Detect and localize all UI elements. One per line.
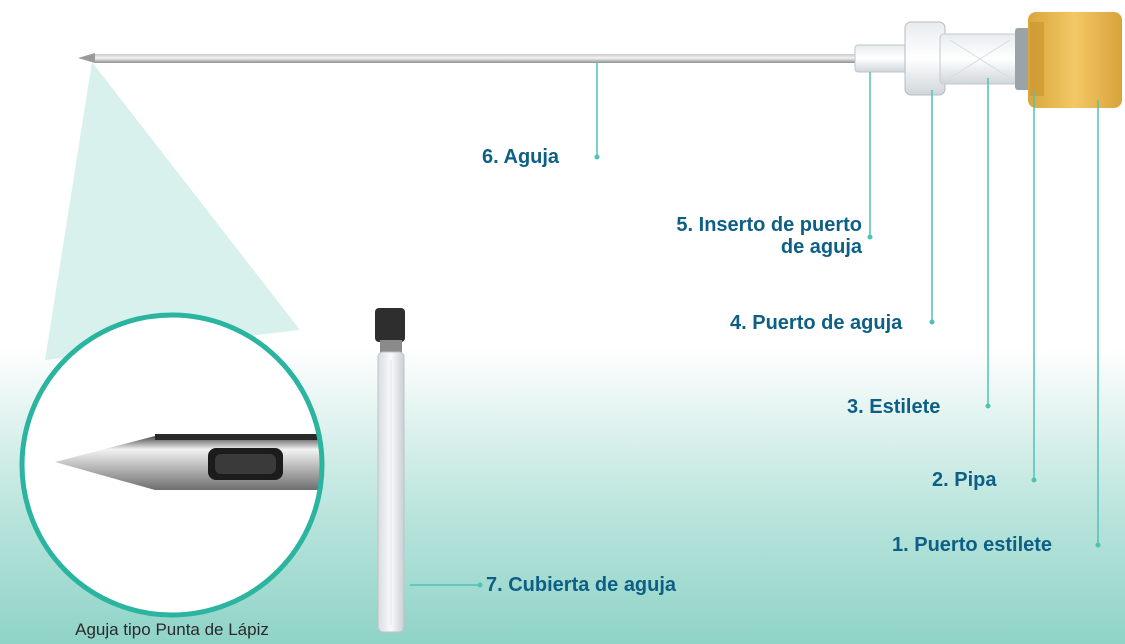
leader-lines <box>410 62 1099 586</box>
label-aguja: 6. Aguja <box>482 146 560 168</box>
label-inserto-line1: 5. Inserto de puerto <box>676 214 862 236</box>
needle-hub <box>854 21 1035 96</box>
label-cubierta-aguja: 7. Cubierta de aguja <box>486 574 677 596</box>
needle-cover <box>375 308 405 633</box>
stylet-cap <box>1028 12 1122 108</box>
magnifier-cone <box>45 62 300 360</box>
label-pipa: 2. Pipa <box>932 469 997 491</box>
needle-shaft <box>78 53 865 63</box>
label-inserto-puerto-aguja: 5. Inserto de puerto de aguja <box>592 214 862 258</box>
magnifier-circle <box>19 312 325 618</box>
label-puerto-estilete: 1. Puerto estilete <box>892 534 1053 556</box>
magnifier-caption: Aguja tipo Punta de Lápiz <box>75 620 269 639</box>
leader-dots <box>477 154 1101 588</box>
label-inserto-line2: de aguja <box>780 236 862 258</box>
label-puerto-aguja: 4. Puerto de aguja <box>730 312 903 334</box>
label-estilete: 3. Estilete <box>847 396 941 418</box>
